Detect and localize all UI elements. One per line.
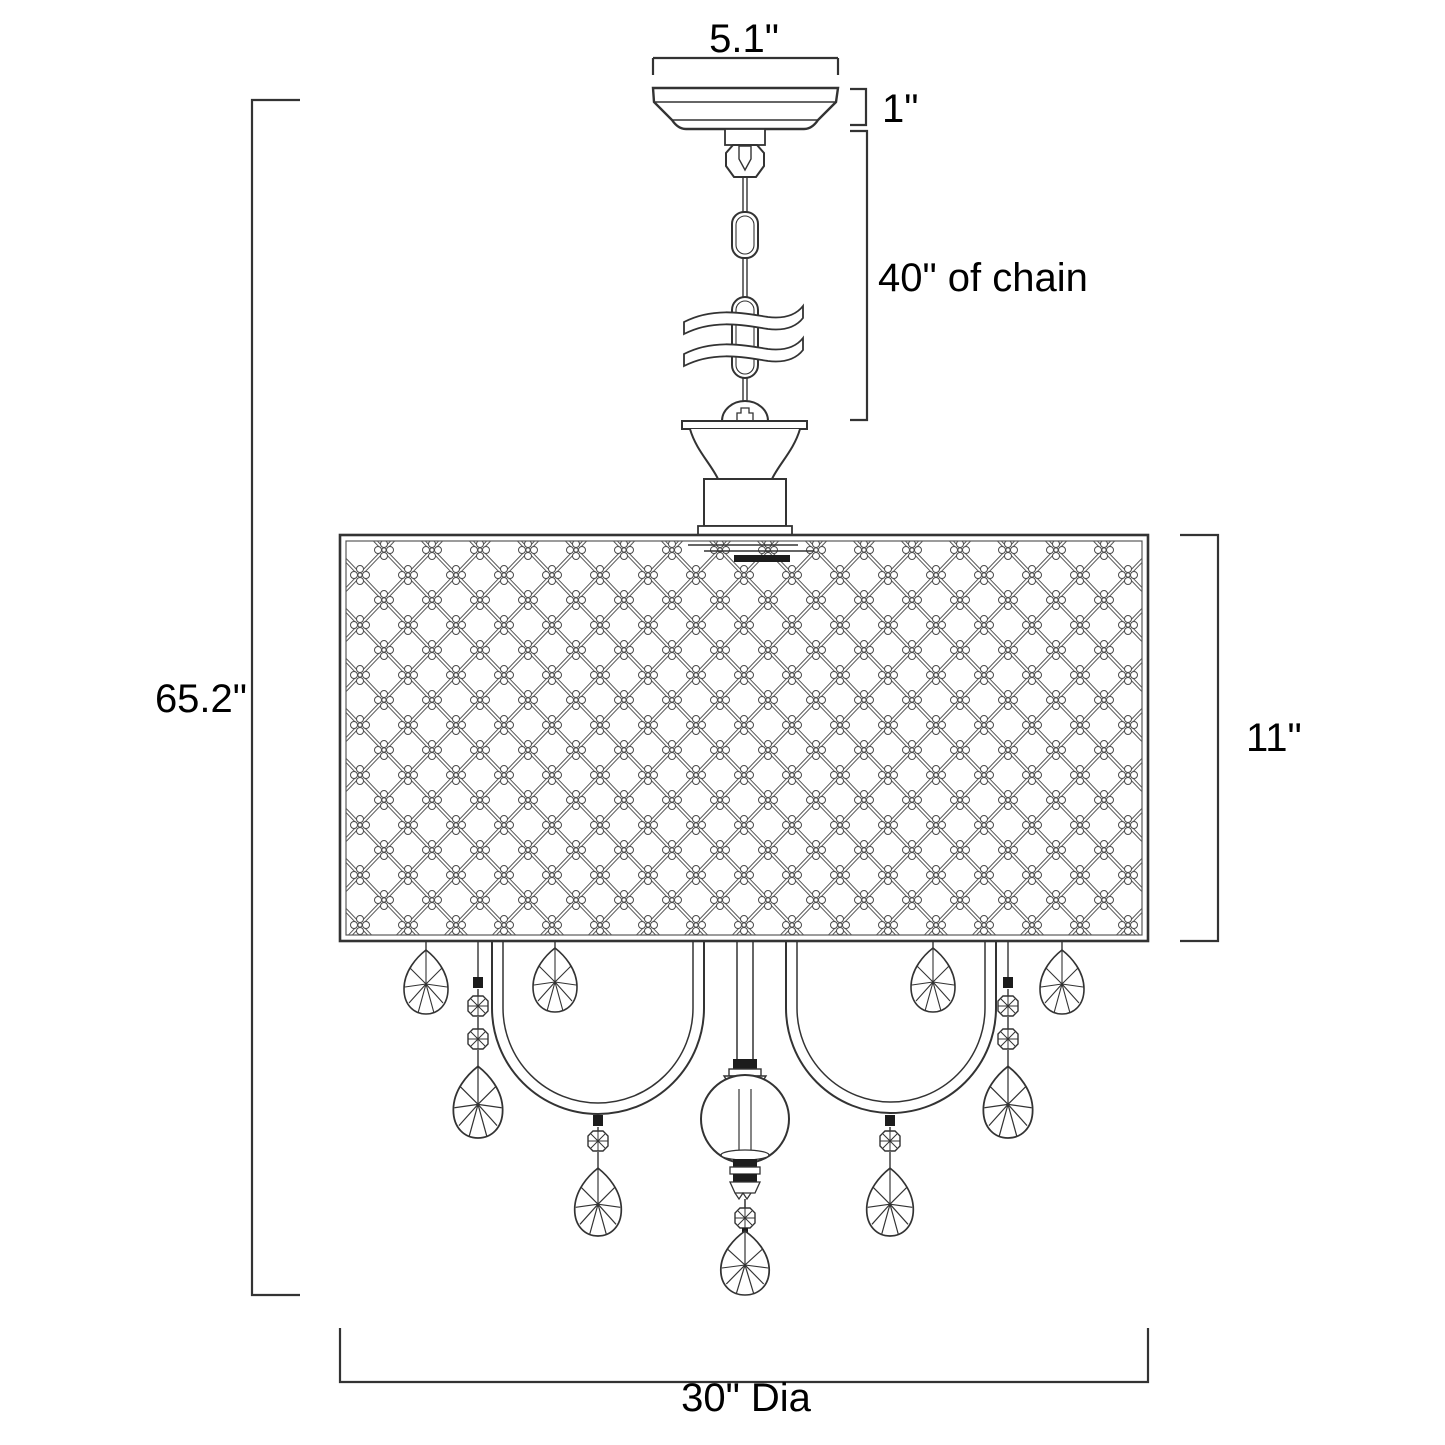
chain-wire (742, 177, 748, 403)
rim-crystal-right-outer (1039, 941, 1085, 1015)
canopy-collar (724, 128, 766, 146)
canopy-height-label: 1" (882, 87, 918, 131)
center-rod (736, 941, 754, 1062)
dimension-chain-length (850, 129, 869, 422)
ball-bottom-socket (728, 1159, 762, 1201)
coupling-plate (681, 420, 808, 430)
chain-break-symbol (683, 303, 804, 368)
shade-lattice (345, 540, 1143, 936)
rim-strand-right (982, 941, 1034, 1139)
chain-length-label: 40" of chain (878, 256, 1088, 300)
chain-link-2 (731, 296, 759, 379)
shade-coupling (681, 400, 808, 536)
left-arm-pendant (573, 1115, 623, 1237)
rim-crystal-left-outer (403, 941, 449, 1015)
shade-mounting-hardware (688, 544, 814, 562)
overall-height-label: 65.2" (155, 677, 247, 721)
shade-height-label: 11" (1246, 716, 1302, 760)
coupling-nut (736, 407, 754, 422)
shade-diameter-label: 30" Dia (681, 1376, 812, 1420)
coupling-socket (703, 478, 787, 527)
left-arm (491, 941, 705, 1115)
center-bottom-crystal (719, 1230, 771, 1296)
rim-strand-left (452, 941, 504, 1139)
dimension-canopy-width (651, 56, 840, 75)
dimension-shade-diameter (338, 1328, 1150, 1384)
chain-loop-clevis (738, 145, 752, 172)
coupling-flange (697, 525, 793, 536)
drum-shade (338, 533, 1150, 943)
canopy-outline (651, 86, 840, 131)
rim-crystal-right-inner (910, 941, 956, 1013)
dimension-canopy-height (850, 87, 868, 127)
chain-link-1 (731, 211, 759, 259)
ceiling-canopy (651, 86, 840, 146)
rim-crystal-left-inner (532, 941, 578, 1013)
right-arm-pendant (865, 1115, 915, 1237)
hanging-chain (683, 144, 804, 403)
right-arm (785, 941, 997, 1114)
dimension-overall-height (250, 98, 300, 1297)
dimension-shade-height (1180, 533, 1220, 943)
coupling-trumpet (689, 428, 801, 480)
ball-top-cap (733, 1059, 757, 1069)
canopy-width-label: 5.1" (709, 17, 779, 61)
center-column (700, 941, 790, 1296)
rod-through-ball (738, 1089, 752, 1152)
